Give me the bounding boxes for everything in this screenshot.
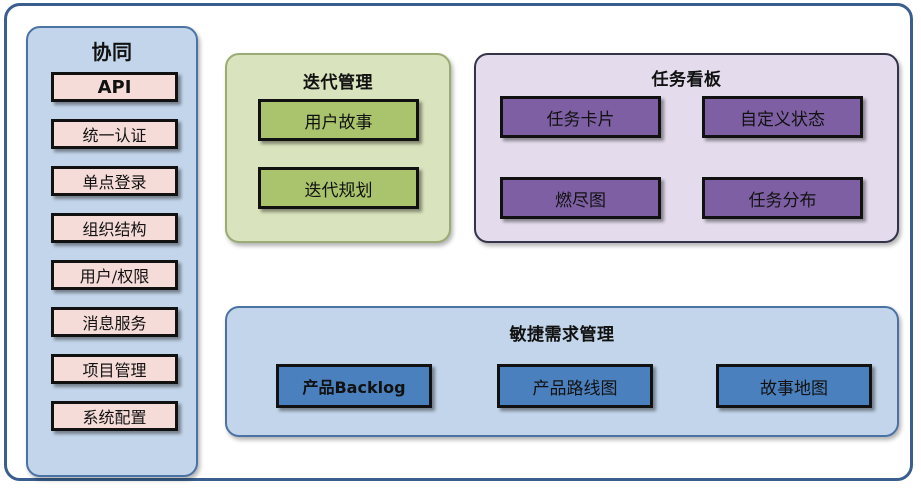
panel-task-board: 任务看板 任务卡片 自定义状态 燃尽图 任务分布 — [474, 53, 899, 243]
taskboard-item-burndown-chart[interactable]: 燃尽图 — [500, 177, 661, 219]
sidebar-item-system-config[interactable]: 系统配置 — [51, 401, 178, 431]
taskboard-item-task-card[interactable]: 任务卡片 — [500, 96, 661, 138]
diagram-outer-frame: 协同 API 统一认证 单点登录 组织结构 用户/权限 消息服务 项目管理 系统… — [4, 3, 913, 481]
panel-iteration-management-title: 迭代管理 — [303, 73, 373, 93]
panel-agile-requirement-management: 敏捷需求管理 产品Backlog 产品路线图 故事地图 — [225, 306, 899, 437]
iteration-item-user-story[interactable]: 用户故事 — [258, 99, 419, 141]
iteration-item-iteration-planning[interactable]: 迭代规划 — [258, 167, 419, 209]
sidebar-item-org-structure[interactable]: 组织结构 — [51, 213, 178, 243]
taskboard-item-custom-status[interactable]: 自定义状态 — [702, 96, 863, 138]
sidebar-item-project-management[interactable]: 项目管理 — [51, 354, 178, 384]
agile-item-product-roadmap[interactable]: 产品路线图 — [497, 364, 653, 408]
sidebar-item-message-service[interactable]: 消息服务 — [51, 307, 178, 337]
taskboard-item-task-distribution[interactable]: 任务分布 — [702, 177, 863, 219]
agile-item-product-backlog[interactable]: 产品Backlog — [276, 364, 432, 408]
panel-collaboration-title: 协同 — [91, 40, 133, 64]
panel-collaboration: 协同 API 统一认证 单点登录 组织结构 用户/权限 消息服务 项目管理 系统… — [26, 26, 198, 477]
panel-agile-requirement-management-title: 敏捷需求管理 — [509, 325, 615, 345]
sidebar-item-single-sign-on[interactable]: 单点登录 — [51, 166, 178, 196]
sidebar-item-api[interactable]: API — [51, 72, 178, 102]
agile-item-story-map[interactable]: 故事地图 — [716, 364, 872, 408]
sidebar-item-unified-auth[interactable]: 统一认证 — [51, 119, 178, 149]
sidebar-item-user-permission[interactable]: 用户/权限 — [51, 260, 178, 290]
panel-iteration-management: 迭代管理 用户故事 迭代规划 — [225, 53, 451, 243]
panel-task-board-title: 任务看板 — [651, 70, 722, 90]
